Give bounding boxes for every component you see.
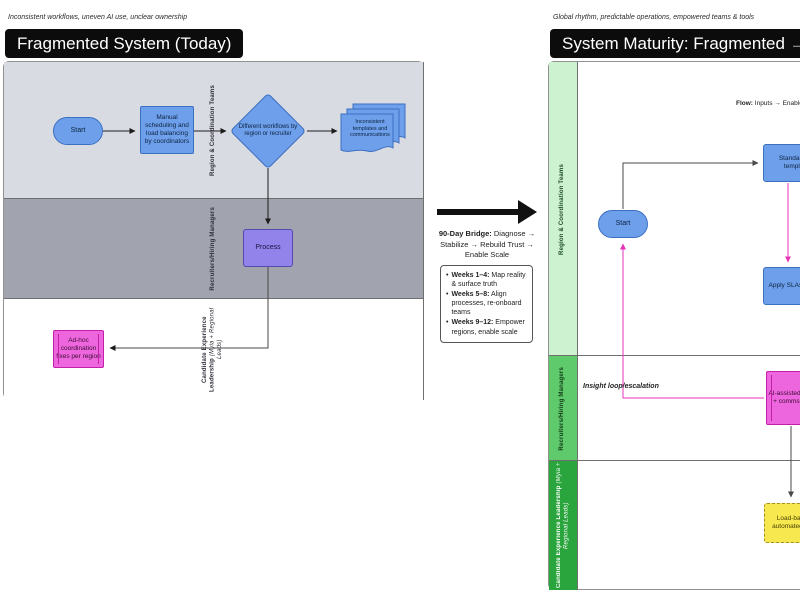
predefined-process-bar: [771, 375, 772, 421]
predefined-process-bar: [98, 334, 99, 364]
right-lane-leadership-label: Candidate Experience Leadership: [555, 485, 562, 589]
right-lane-region-label: Region & Coordination Teams: [559, 163, 566, 255]
bridge-bullet-1: • Weeks 1–4: Map reality & surface truth: [446, 272, 526, 289]
bullet-icon: •: [446, 319, 449, 327]
left-lane-divider-2: [4, 298, 423, 299]
right-flow-note: Flow: Inputs → Enablement: [736, 100, 800, 107]
bridge-heading-rest: Diagnose → Stabilize → Rebuild Trust → E…: [440, 229, 536, 259]
left-process-node[interactable]: Process: [243, 229, 293, 267]
right-load-balancing-node[interactable]: Load-balancing automated by data: [764, 503, 800, 543]
left-manual-scheduling-node[interactable]: Manual scheduling and load balancing by …: [140, 106, 194, 154]
right-title: System Maturity: Fragmented →: [550, 29, 800, 58]
left-start-node[interactable]: Start: [53, 117, 103, 145]
bullet-icon: •: [446, 272, 449, 279]
insight-loop-label: Insight loop/escalation: [583, 383, 659, 390]
right-slas-node[interactable]: Apply SLAs Globally: [763, 267, 800, 305]
left-document-stack[interactable]: [340, 103, 408, 157]
right-lane-divider-2: [549, 460, 800, 461]
left-title: Fragmented System (Today): [5, 29, 244, 58]
right-start-node[interactable]: Start: [598, 210, 648, 238]
right-lane-leadership: Candidate Experience Leadership (Myia + …: [549, 461, 578, 590]
left-decision-label: Different workflows by region or recruit…: [238, 123, 298, 137]
right-lane-region: Region & Coordination Teams: [549, 62, 578, 357]
bridge-bullet-3: • Weeks 9–12: Empower regions, enable sc…: [446, 319, 525, 336]
left-lane-recruiters-label: Recruiters/Hiring Managers: [209, 207, 216, 291]
left-adhoc-fixes-label: Ad-hoc coordination fixes per region: [56, 337, 101, 360]
left-lane-leadership-sublabel: (Myia + Regional Leads): [209, 307, 224, 360]
left-adhoc-fixes-node[interactable]: Ad-hoc coordination fixes per region: [53, 330, 104, 368]
right-ai-assisted-label: AI-assisted scheduling + comms via Guide: [768, 390, 800, 405]
right-templates-node[interactable]: Standardized templates: [763, 144, 800, 182]
bridge-bullet-box: • Weeks 1–4: Map reality & surface truth…: [440, 265, 533, 343]
bridge-heading-bold: 90-Day Bridge:: [438, 229, 492, 238]
left-lane-region-label: Region & Coordination Teams: [209, 85, 216, 176]
left-caption: Inconsistent workflows, uneven AI use, u…: [8, 14, 188, 21]
left-document-label: Inconsistent templates and communication…: [350, 119, 390, 139]
bridge-heading: 90-Day Bridge: Diagnose → Stabilize → Re…: [430, 229, 544, 261]
left-lane-divider-1: [4, 198, 423, 199]
right-lane-recruiters-label: Recruiters/Hiring Managers: [559, 366, 566, 451]
left-lane-recruiters: Recruiters/Hiring Managers: [4, 199, 424, 300]
right-caption: Global rhythm, predictable operations, e…: [553, 14, 755, 21]
right-lane-recruiters: Recruiters/Hiring Managers: [549, 356, 578, 462]
bridge-arrow: [437, 200, 537, 224]
predefined-process-bar: [58, 334, 59, 364]
right-swimlane-panel: Region & Coordination Teams Recruiters/H…: [548, 61, 800, 590]
right-lane-divider-1: [549, 355, 800, 356]
bullet-icon: •: [446, 291, 449, 299]
bridge-bullet-2: • Weeks 5–8: Align processes, re-onboard…: [446, 291, 522, 317]
right-ai-assisted-node[interactable]: AI-assisted scheduling + comms via Guide: [766, 371, 800, 425]
